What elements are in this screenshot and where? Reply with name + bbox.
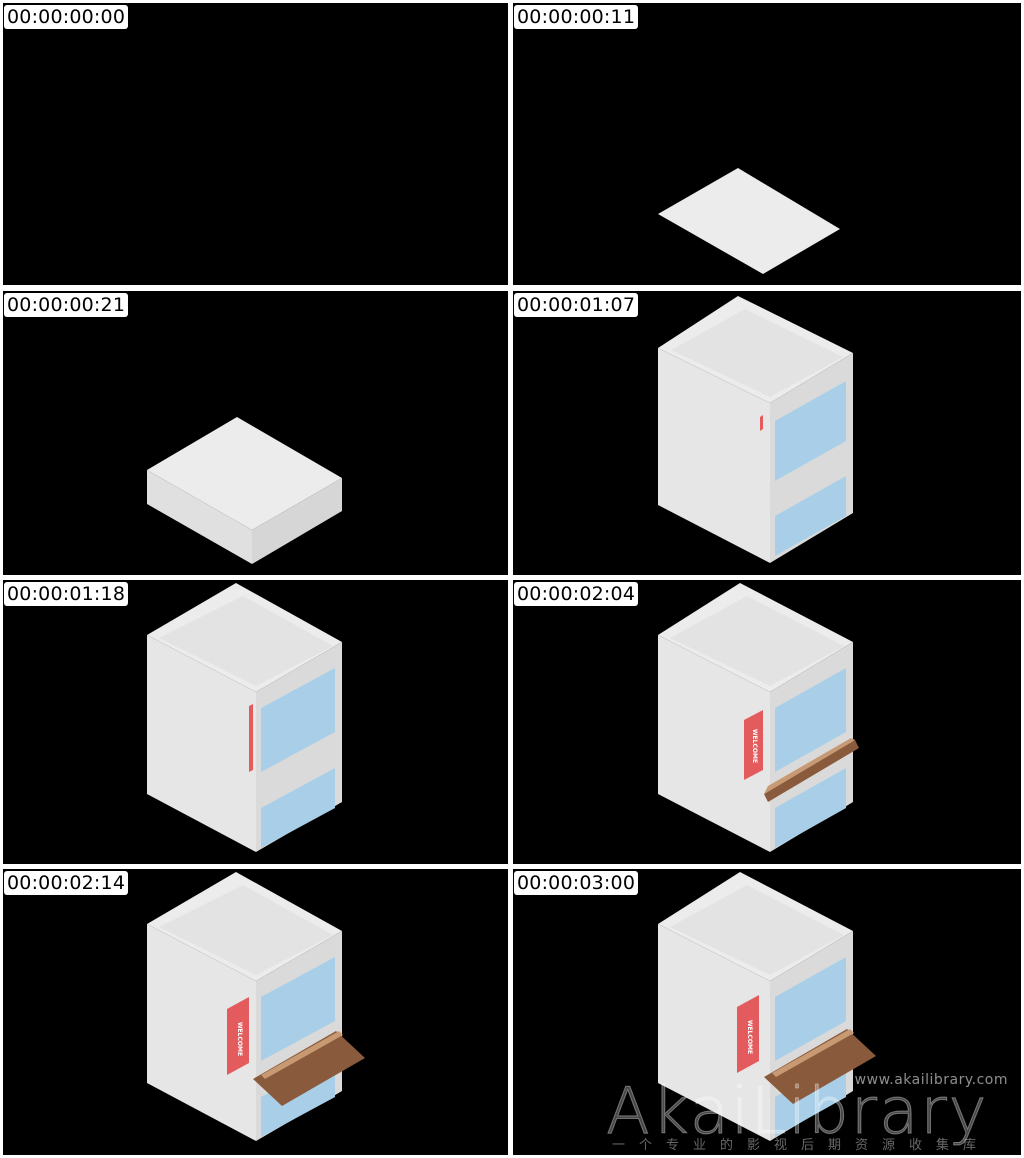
timestamp: 00:00:00:21	[4, 293, 129, 317]
building-with-sign-and-awning: WELCOME	[658, 583, 859, 852]
sign-text: WELCOME	[751, 729, 758, 763]
timestamp: 00:00:03:00	[514, 871, 639, 895]
frame-5: 00:00:01:18	[3, 580, 508, 864]
building-with-sign-edge	[147, 583, 342, 852]
timestamp: 00:00:00:00	[4, 5, 129, 29]
timestamp: 00:00:02:14	[4, 871, 129, 895]
building-complete: WELCOME	[147, 872, 365, 1141]
frame-4: 00:00:01:07	[513, 291, 1021, 575]
frame-3: 00:00:00:21	[3, 291, 508, 575]
building-base-slab	[147, 417, 342, 564]
timestamp: 00:00:02:04	[514, 582, 639, 606]
timestamp: 00:00:00:11	[514, 5, 639, 29]
frame-7: WELCOME 00:00:02:14	[3, 869, 508, 1155]
sign-text: WELCOME	[746, 1020, 753, 1054]
frame-8: WELCOME 00:00:03:00	[513, 869, 1021, 1155]
watermark-url: www.akailibrary.com	[854, 1072, 1008, 1088]
building-final: WELCOME	[658, 872, 876, 1141]
watermark-tagline: 一个专业的影视后期资源收集库	[612, 1138, 991, 1153]
frame-2: 00:00:00:11	[513, 3, 1021, 285]
building-rising	[658, 296, 853, 563]
empty-scene	[3, 3, 508, 285]
frame-1: 00:00:00:00	[3, 3, 508, 285]
watermark-logo: AkaiLibrary	[606, 1075, 989, 1149]
timestamp: 00:00:01:07	[514, 293, 639, 317]
timestamp: 00:00:01:18	[4, 582, 129, 606]
floor-plate	[658, 168, 840, 274]
frame-6: WELCOME 00:00:02:04	[513, 580, 1021, 864]
sign-text: WELCOME	[236, 1022, 243, 1056]
